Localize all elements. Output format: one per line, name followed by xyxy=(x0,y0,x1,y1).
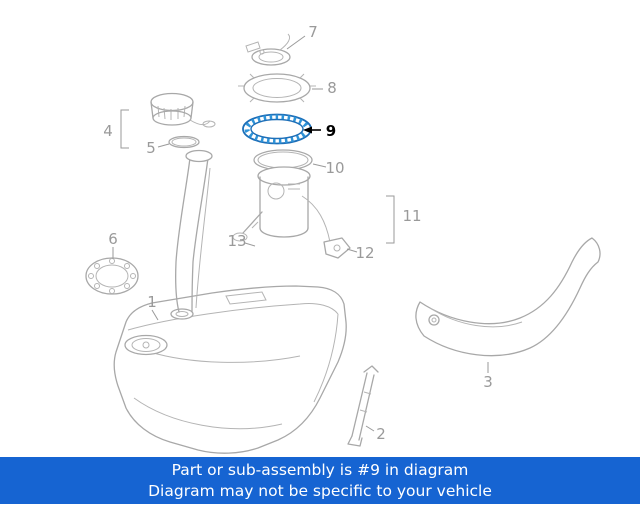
callout-1: 1 xyxy=(147,293,157,311)
callout-10: 10 xyxy=(325,159,344,177)
callout-2: 2 xyxy=(376,425,386,443)
highlight-ring-inner xyxy=(250,118,304,140)
filler-pipe xyxy=(174,149,213,313)
callout-8: 8 xyxy=(327,79,337,97)
notice-line-1: Part or sub-assembly is #9 in diagram xyxy=(171,460,469,479)
notice-line-2: Diagram may not be specific to your vehi… xyxy=(148,481,492,500)
tank-sender-opening xyxy=(124,334,168,356)
callout-5: 5 xyxy=(146,139,156,157)
notice-banner: Part or sub-assembly is #9 in diagram Di… xyxy=(0,457,640,504)
callout-4: 4 xyxy=(103,122,113,140)
callout-13: 13 xyxy=(227,232,246,250)
parts-diagram: 1 2 3 4 5 6 7 8 9 10 11 12 13 xyxy=(85,23,601,454)
callout-12: 12 xyxy=(355,244,374,262)
filler-seal-ring xyxy=(168,135,200,149)
callout-7: 7 xyxy=(308,23,318,41)
fuel-cap xyxy=(150,92,216,128)
lock-ring xyxy=(238,73,316,103)
pump-bracket xyxy=(323,237,351,259)
cover-ring xyxy=(85,257,139,295)
callout-leaders xyxy=(112,35,489,432)
highlight-ring-hatch xyxy=(244,114,310,144)
callout-9-arrow xyxy=(303,126,321,134)
tank-strap xyxy=(347,365,379,447)
callout-6: 6 xyxy=(108,230,118,248)
sender-cover xyxy=(245,33,291,66)
fuel-pump-module xyxy=(232,166,331,243)
fuel-tank xyxy=(113,285,347,454)
support-bracket xyxy=(415,237,601,357)
float-sender-arm xyxy=(232,211,263,242)
lock-ring-highlight xyxy=(242,113,312,145)
callout-3: 3 xyxy=(483,373,493,391)
callout-11: 11 xyxy=(402,207,421,225)
tank-filler-port xyxy=(170,308,194,320)
callout-9-highlighted: 9 xyxy=(326,122,336,140)
